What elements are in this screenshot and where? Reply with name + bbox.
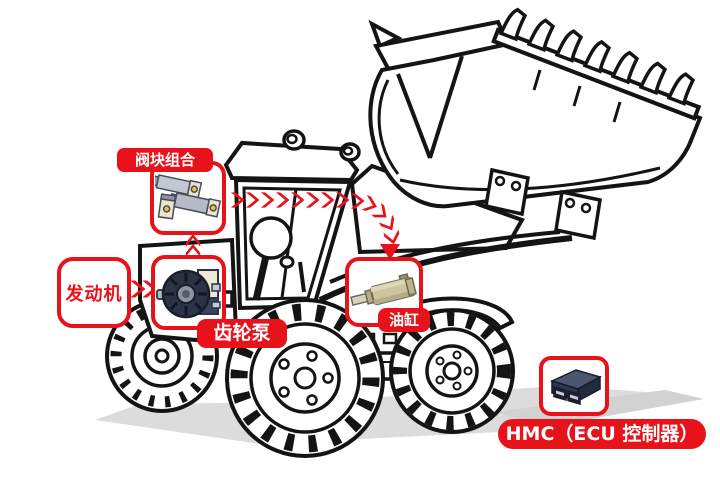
ecu-label: HMC（ECU 控制器） bbox=[498, 419, 706, 449]
valve-block-label: 阀块组合 bbox=[117, 148, 213, 172]
gear-pump-label: 齿轮泵 bbox=[197, 319, 287, 348]
cylinder-label: 油缸 bbox=[378, 308, 430, 332]
valve-blocks-image bbox=[155, 174, 221, 220]
engine-label-text: 发动机 bbox=[65, 283, 123, 305]
valve-block-label-text: 阀块组合 bbox=[134, 150, 195, 169]
cab bbox=[223, 129, 361, 311]
hydraulic-cylinder-image bbox=[350, 273, 417, 307]
gear-pump-panel bbox=[151, 255, 226, 330]
linkage-brackets bbox=[484, 167, 602, 241]
engine-label-box: 发动机 bbox=[57, 257, 131, 328]
bucket bbox=[368, 7, 703, 209]
rear-wheel bbox=[105, 299, 219, 413]
ecu-label-text: HMC（ECU 控制器） bbox=[505, 422, 699, 445]
gear-pump-image bbox=[156, 269, 221, 319]
ecu-module-image bbox=[549, 369, 602, 405]
ecu-panel bbox=[539, 356, 609, 416]
valve-block-panel bbox=[150, 161, 226, 235]
gear-pump-label-text: 齿轮泵 bbox=[213, 322, 271, 344]
right-wheel bbox=[387, 296, 515, 434]
cylinder-label-text: 油缸 bbox=[388, 310, 419, 329]
